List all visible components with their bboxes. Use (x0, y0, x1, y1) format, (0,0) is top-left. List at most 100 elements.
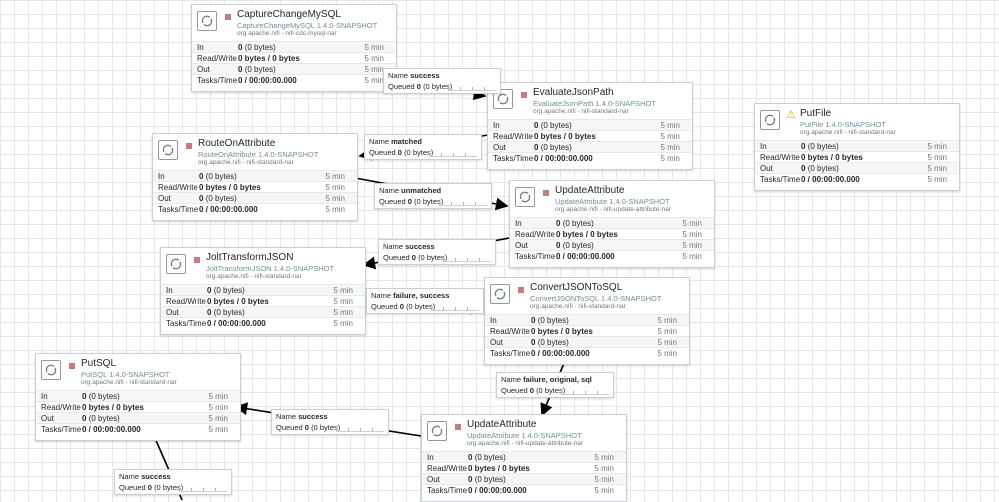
stopped-icon[interactable] (455, 424, 461, 430)
stat-value: 0 bytes / 0 bytes (556, 229, 618, 240)
processor-routeonattribute[interactable]: RouteOnAttribute RouteOnAttribute 1.4.0-… (152, 133, 358, 221)
stat-value: 0 bytes / 0 bytes (531, 326, 593, 337)
stat-label: Out (493, 143, 506, 152)
stat-value: 0 (0 bytes) (531, 315, 569, 326)
connection-queued-row: Queued 0 (0 bytes) (379, 197, 443, 206)
processor-header: UpdateAttribute UpdateAttribute 1.4.0-SN… (510, 181, 714, 217)
connection-queued-bytes: (0 bytes) (536, 386, 566, 395)
connection-label[interactable]: Name failure, success Queued 0 (0 bytes) (366, 288, 484, 314)
warning-icon[interactable]: ⚠ (786, 109, 796, 121)
stopped-icon[interactable] (521, 92, 527, 98)
processor-name: PutFile (800, 108, 832, 119)
stat-bytes: (0 bytes) (540, 143, 572, 152)
stat-window: 5 min (208, 392, 228, 401)
stat-label: Out (427, 475, 440, 484)
stat-value: 0 bytes / 0 bytes (207, 296, 269, 307)
connection-name-row: Name success (119, 472, 171, 481)
processor-icon (515, 187, 535, 207)
processor-updateattribute-2[interactable]: UpdateAttribute UpdateAttribute 1.4.0-SN… (421, 414, 627, 502)
stopped-icon[interactable] (543, 190, 549, 196)
connection-label[interactable]: Name success Queued 0 (0 bytes) (271, 409, 389, 435)
stat-count: 0 (534, 121, 539, 130)
stat-label: Out (166, 308, 179, 317)
processor-type: JoltTransformJSON 1.4.0-SNAPSHOT (206, 264, 335, 273)
stat-window: 5 min (682, 219, 702, 228)
connection-name: success (405, 242, 435, 251)
connection-queued-row: Queued 0 (0 bytes) (369, 148, 433, 157)
connection-label[interactable]: Name success Queued 0 (0 bytes) (383, 68, 501, 94)
stopped-icon[interactable] (518, 287, 524, 293)
stat-value: 0 (0 bytes) (556, 218, 594, 229)
stat-bytes: (0 bytes) (807, 164, 839, 173)
connection-queued-count: 0 (411, 253, 416, 262)
stat-label: Read/Write (493, 132, 533, 141)
processor-header: EvaluateJsonPath EvaluateJsonPath 1.4.0-… (488, 83, 692, 119)
processor-putsql[interactable]: PutSQL PutSQL 1.4.0-SNAPSHOT org.apache.… (35, 353, 241, 441)
stat-window: 5 min (594, 453, 614, 462)
processor-name: CaptureChangeMySQL (237, 9, 341, 20)
processor-icon (427, 421, 447, 441)
stat-value: 0 / 00:00:00.000 (534, 153, 593, 164)
stat-label: In (166, 286, 173, 295)
stat-label: In (158, 172, 165, 181)
stat-window: 5 min (208, 403, 228, 412)
processor-convertjsontosql[interactable]: ConvertJSONToSQL ConvertJSONToSQL 1.4.0-… (484, 277, 690, 365)
connection-queued-count: 0 (416, 82, 421, 91)
stat-rw: 0 bytes / 0 bytes (238, 54, 300, 63)
stat-rw: 0 bytes / 0 bytes (801, 153, 863, 162)
connection-queued-bytes: (0 bytes) (404, 148, 434, 157)
stat-bytes: (0 bytes) (244, 43, 276, 52)
stat-window: 5 min (682, 230, 702, 239)
stat-window: 5 min (325, 194, 345, 203)
connection-label[interactable]: Name success Queued 0 (0 bytes) (378, 239, 496, 265)
processor-evaluatejsonpath[interactable]: EvaluateJsonPath EvaluateJsonPath 1.4.0-… (487, 82, 693, 170)
connection-queued-label: Queued (388, 82, 415, 91)
processor-updateattribute-1[interactable]: UpdateAttribute UpdateAttribute 1.4.0-SN… (509, 180, 715, 268)
connection-label[interactable]: Name failure, original, sql Queued 0 (0 … (496, 372, 614, 398)
processor-header: PutSQL PutSQL 1.4.0-SNAPSHOT org.apache.… (36, 354, 240, 390)
stopped-icon[interactable] (225, 14, 231, 20)
processor-putfile[interactable]: ⚠ PutFile PutFile 1.4.0-SNAPSHOT org.apa… (754, 103, 960, 191)
stat-count: 0 (468, 475, 473, 484)
stat-value: 0 (0 bytes) (207, 285, 245, 296)
queue-progress-bar (429, 153, 477, 157)
stat-value: 0 / 00:00:00.000 (199, 204, 258, 215)
connection-label[interactable]: Name unmatched Queued 0 (0 bytes) (374, 183, 492, 209)
stat-label: Tasks/Time (427, 486, 468, 495)
processor-icon (166, 254, 186, 274)
stat-window: 5 min (208, 414, 228, 423)
connection-queued-count: 0 (399, 302, 404, 311)
connection-name-row: Name success (276, 412, 328, 421)
processor-type: CaptureChangeMySQL 1.4.0-SNAPSHOT (237, 21, 378, 30)
stat-label: In (493, 121, 500, 130)
stopped-icon[interactable] (186, 143, 192, 149)
stat-window: 5 min (660, 143, 680, 152)
stat-rw: 0 bytes / 0 bytes (207, 297, 269, 306)
stat-label: Read/Write (427, 464, 467, 473)
processor-capturechangemysql[interactable]: CaptureChangeMySQL CaptureChangeMySQL 1.… (191, 4, 397, 92)
connection-label[interactable]: Name matched Queued 0 (0 bytes) (364, 134, 482, 160)
connection-name: success (141, 472, 171, 481)
stat-label: Out (515, 241, 528, 250)
queue-progress-bar (448, 87, 496, 91)
stopped-icon[interactable] (69, 363, 75, 369)
stat-window: 5 min (325, 205, 345, 214)
stat-label: Tasks/Time (493, 154, 534, 163)
connection-label[interactable]: Name success Queued 0 (0 bytes) (114, 469, 232, 495)
stat-value: 0 (0 bytes) (534, 142, 572, 153)
processor-jolttransformjson[interactable]: JoltTransformJSON JoltTransformJSON 1.4.… (160, 247, 366, 335)
connection-queued-bytes: (0 bytes) (311, 423, 341, 432)
stat-bytes: (0 bytes) (213, 286, 245, 295)
stat-tasks: 0 / 00:00:00.000 (534, 154, 593, 163)
connection-queued-bytes: (0 bytes) (154, 483, 184, 492)
connection-queued-count: 0 (529, 386, 534, 395)
connection-queued-label: Queued (369, 148, 396, 157)
processor-bundle: org.apache.nifi - nifi-standard-nar (198, 159, 294, 166)
stopped-icon[interactable] (194, 257, 200, 263)
